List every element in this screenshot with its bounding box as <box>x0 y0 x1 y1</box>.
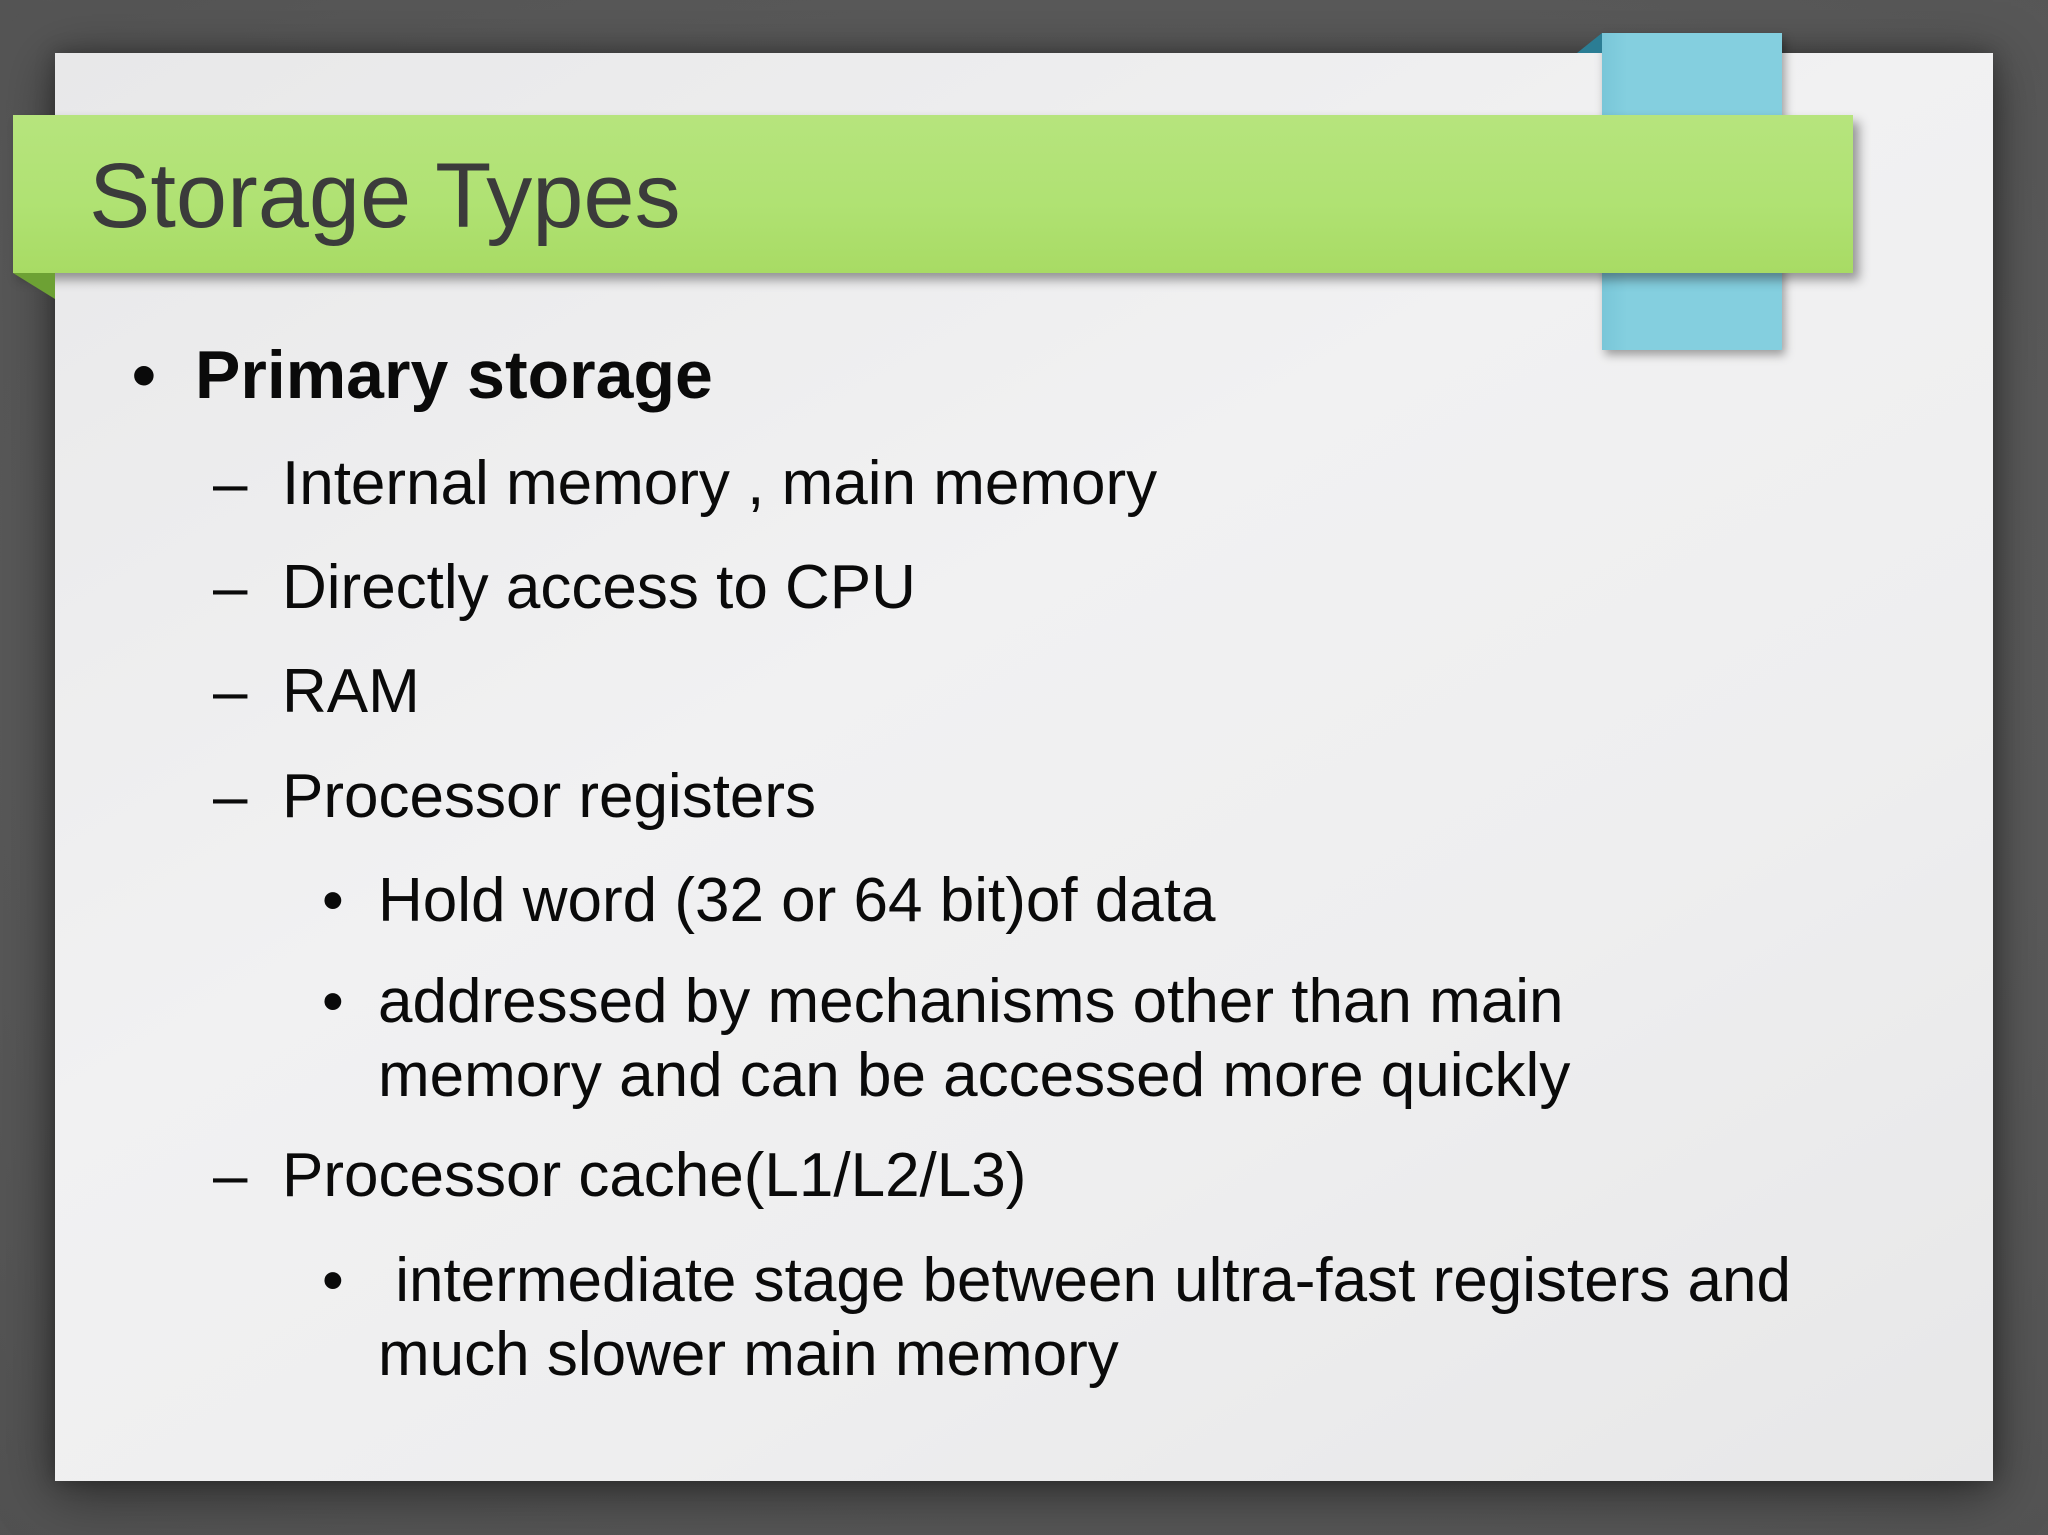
bullet-text: intermediate stage between ultra-fast re… <box>378 1245 1791 1390</box>
bullet-marker: – <box>213 761 248 831</box>
bullet-marker: • <box>322 1245 344 1315</box>
bullet-text: RAM <box>282 657 420 727</box>
list-item: –Directly access to CPU <box>55 551 1963 625</box>
bullet-marker: – <box>213 1141 248 1211</box>
bullet-text: Directly access to CPU <box>282 552 916 622</box>
title-banner: Storage Types <box>13 115 1853 273</box>
bullet-text: addressed by mechanisms other than main … <box>378 966 1571 1110</box>
bullet-text: Processor registers <box>282 761 817 831</box>
list-item: • intermediate stage between ultra-fast … <box>55 1244 1963 1393</box>
bullet-marker: • <box>322 966 344 1036</box>
list-item: –Processor registers <box>55 760 1963 834</box>
bullet-list: •Primary storage–Internal memory , main … <box>55 335 1963 1419</box>
bullet-marker: • <box>322 866 344 936</box>
bullet-text: Internal memory , main memory <box>282 448 1158 518</box>
slide-title: Storage Types <box>89 144 681 247</box>
list-item: • addressed by mechanisms other than main… <box>55 965 1963 1114</box>
bullet-text: Processor cache(L1/L2/L3) <box>282 1141 1027 1211</box>
bullet-text: Hold word (32 or 64 bit)of data <box>378 866 1216 936</box>
list-item: –Internal memory , main memory <box>55 447 1963 521</box>
bullet-marker: – <box>213 657 248 727</box>
bullet-marker: – <box>213 552 248 622</box>
bullet-marker: • <box>132 337 156 413</box>
list-item: • Hold word (32 or 64 bit)of data <box>55 864 1963 938</box>
bullet-marker: – <box>213 448 248 518</box>
title-banner-fold <box>13 273 55 299</box>
list-item: • Primary storage <box>55 335 1963 417</box>
list-item: –Processor cache(L1/L2/L3) <box>55 1139 1963 1213</box>
bullet-text: Primary storage <box>195 337 713 413</box>
list-item: –RAM <box>55 655 1963 729</box>
blue-ribbon-fold <box>1577 33 1602 53</box>
